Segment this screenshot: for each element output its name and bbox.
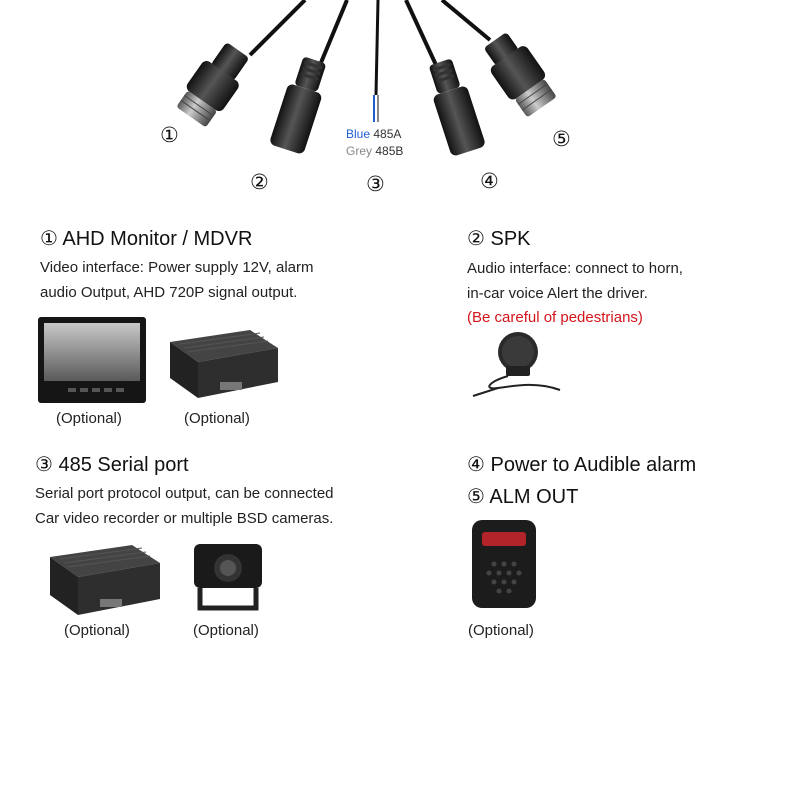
monitor-image — [38, 317, 146, 403]
wire-color-grey: Grey — [346, 144, 373, 158]
marker-1: ① — [160, 124, 179, 147]
wire-label-blue: Blue 485A — [346, 126, 401, 143]
marker-2: ② — [250, 171, 269, 194]
serial-desc-line-1: Serial port protocol output, can be conn… — [35, 485, 334, 502]
mdvr-image-1 — [170, 330, 278, 398]
section-title-serial: ③ 485 Serial port — [35, 454, 189, 476]
spk-desc-line-1: Audio interface: connect to horn, — [467, 260, 683, 277]
ahd-desc-line-2: audio Output, AHD 720P signal output. — [40, 284, 298, 301]
section-title-power-alarm: ④ Power to Audible alarm — [467, 454, 697, 476]
wire-label-grey: Grey 485B — [346, 143, 403, 160]
section-title-spk: ② SPK — [467, 228, 531, 250]
serial-desc-line-2: Car video recorder or multiple BSD camer… — [35, 510, 334, 527]
marker-4: ④ — [480, 170, 499, 193]
wire-color-blue: Blue — [346, 127, 371, 141]
ahd-desc-line-1: Video interface: Power supply 12V, alarm — [40, 259, 314, 276]
speaker-image — [472, 332, 561, 397]
section-title-alm-out: ⑤ ALM OUT — [467, 486, 579, 508]
audio-connector-2 — [270, 57, 326, 154]
aviation-connector-5 — [485, 33, 556, 117]
serial-optional-1: (Optional) — [64, 622, 130, 639]
camera-image — [194, 544, 262, 611]
power-connector-4 — [429, 59, 485, 156]
section-title-ahd: ① AHD Monitor / MDVR — [40, 228, 253, 250]
alarm-buzzer-image — [472, 520, 536, 608]
serial-optional-2: (Optional) — [193, 622, 259, 639]
mdvr-image-2 — [50, 545, 160, 615]
ahd-optional-1: (Optional) — [56, 410, 122, 427]
spk-warning: (Be careful of pedestrians) — [467, 309, 643, 326]
ahd-optional-2: (Optional) — [184, 410, 250, 427]
connector-diagram — [177, 0, 556, 156]
marker-5: ⑤ — [552, 128, 571, 151]
spk-desc-line-2: in-car voice Alert the driver. — [467, 285, 648, 302]
aviation-connector-1 — [177, 43, 248, 127]
alarm-optional: (Optional) — [468, 622, 534, 639]
marker-3: ③ — [366, 173, 385, 196]
wire-signal-485a: 485A — [373, 127, 402, 141]
wire-signal-485b: 485B — [375, 144, 404, 158]
